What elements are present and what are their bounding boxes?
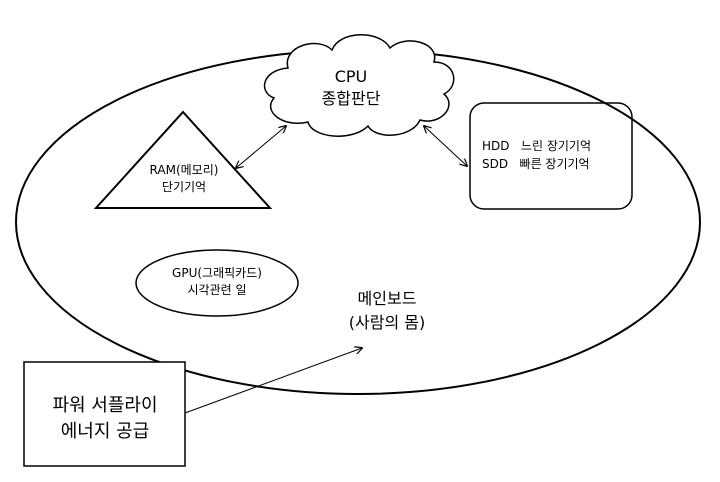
storage-box [469,102,633,210]
ram-triangle [93,110,273,209]
mainboard-label-line2: (사람의 몸) [349,313,425,332]
mainboard-label-line1: 메인보드 [358,289,417,308]
ram-cpu-arrow [236,126,286,168]
cpu-label-line1: CPU [335,67,368,86]
power-supply-label-line1: 파워 서플라이 [52,395,157,416]
cpu-label-line2: 종합판단 [322,89,381,108]
ram-label-line1: RAM(메모리) [150,163,219,177]
cpu-storage-arrow [424,126,467,166]
gpu-ellipse [135,249,299,317]
power-supply-label-line2: 에너지 공급 [61,421,150,442]
ram-label-line2: 단기기억 [162,180,206,194]
power-supply-box [23,361,186,467]
cpu-cloud-shape [263,34,455,137]
gpu-label-line1: GPU(그래픽카드) [172,266,262,280]
power-to-mainboard-arrow [184,348,362,414]
gpu-label-line2: 시각관련 일 [187,283,246,297]
storage-label-hdd: HDD 느린 장기기억 [482,139,591,153]
storage-label-sdd: SDD 빠른 장기기억 [482,157,590,171]
